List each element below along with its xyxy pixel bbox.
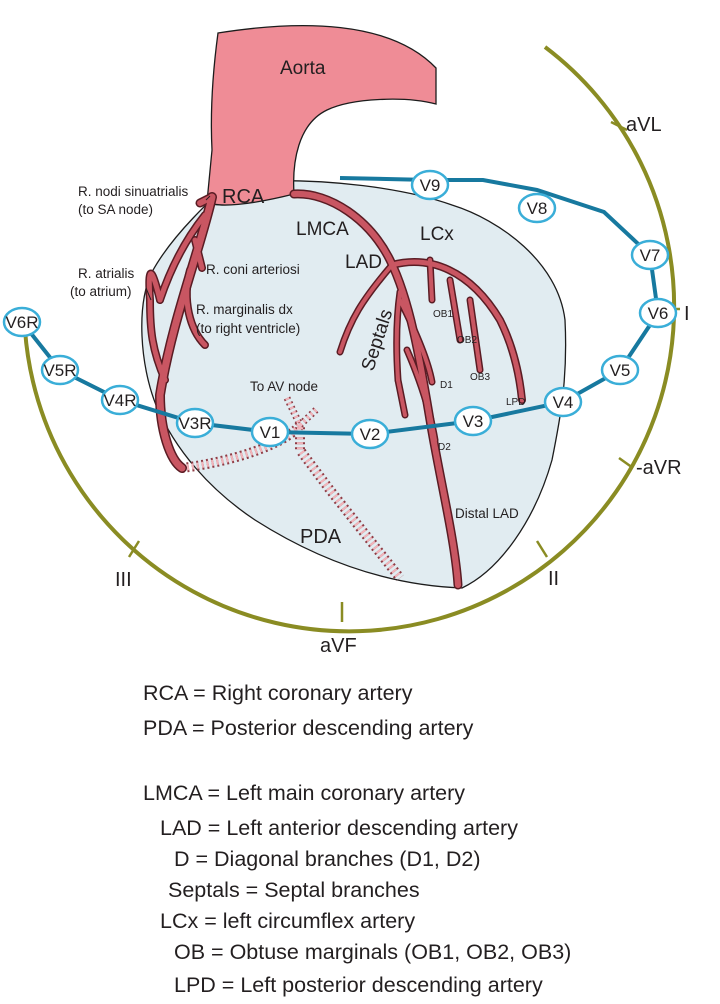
label-ob3: OB3 <box>470 372 490 383</box>
svg-text:V4: V4 <box>553 393 574 412</box>
lead-v2: V2 <box>350 418 390 450</box>
label-d2: D2 <box>438 442 451 453</box>
svg-text:V6R: V6R <box>5 313 38 332</box>
rca-upper-branch <box>157 212 208 303</box>
label-marginalis-line1: R. marginalis dx <box>196 302 293 317</box>
svg-text:V9: V9 <box>420 176 441 195</box>
legend-line-ob: OB = Obtuse marginals (OB1, OB2, OB3) <box>174 940 572 964</box>
label-avl: aVL <box>626 114 662 136</box>
lead-v5r: V5R <box>40 354 80 386</box>
svg-text:V8: V8 <box>527 199 548 218</box>
label-lad: LAD <box>345 252 382 273</box>
lead-v6: V6 <box>638 297 678 329</box>
label-lead-i: I <box>684 303 690 325</box>
legend-line-lcx: LCx = left circumflex artery <box>160 909 416 933</box>
ob2-branch <box>448 278 462 342</box>
label-neg-avr: -aVR <box>636 457 682 479</box>
label-distal-lad: Distal LAD <box>455 506 519 521</box>
label-avf: aVF <box>320 635 357 657</box>
septal-branch <box>338 263 394 354</box>
d1-branch <box>398 298 434 384</box>
ob3-branch <box>468 298 482 372</box>
d2-branch <box>405 348 437 442</box>
label-to-av-node: To AV node <box>250 379 318 394</box>
lad-artery <box>291 190 461 588</box>
svg-text:V1: V1 <box>260 423 281 442</box>
diagram-canvas: V6R V5R V4R V3R V1 V2 V3 V4 V5 V6 V7 V8 … <box>2 25 690 657</box>
lead-v3: V3 <box>453 405 493 437</box>
label-lpd: LPD <box>506 397 525 408</box>
legend-line-pda: PDA = Posterior descending artery <box>143 716 474 740</box>
label-pda: PDA <box>300 526 342 548</box>
lead-v4: V4 <box>543 386 583 418</box>
svg-text:V3: V3 <box>463 412 484 431</box>
lead-v3r: V3R <box>175 407 215 439</box>
svg-text:V6: V6 <box>648 304 669 323</box>
coni-branch <box>192 237 205 271</box>
legend-line-rca: RCA = Right coronary artery <box>143 681 413 705</box>
lcx-artery <box>389 259 525 403</box>
label-aorta: Aorta <box>280 58 326 79</box>
label-atrialis-line2: (to atrium) <box>70 284 132 299</box>
label-coni: R. coni arteriosi <box>206 262 300 277</box>
lead-v7: V7 <box>630 239 670 271</box>
atrial-branch <box>146 271 168 383</box>
lad-sub-branch <box>396 378 407 417</box>
label-rca: RCA <box>222 186 265 208</box>
lead-v1: V1 <box>250 416 290 448</box>
label-nodi-line1: R. nodi sinuatrialis <box>78 184 189 199</box>
lead-v6r: V6R <box>2 306 42 338</box>
svg-text:V2: V2 <box>360 425 381 444</box>
lead-v4r: V4R <box>100 384 140 416</box>
svg-text:V3R: V3R <box>178 414 211 433</box>
legend-line-lpd: LPD = Left posterior descending artery <box>174 973 543 997</box>
legend-line-diagonal: D = Diagonal branches (D1, D2) <box>174 847 481 871</box>
chest-lead-wires <box>20 176 661 437</box>
marginal-branch <box>184 267 208 348</box>
label-marginalis-line2: (to right ventricle) <box>196 321 300 336</box>
label-d1: D1 <box>440 380 453 391</box>
heart-outline <box>141 179 567 589</box>
lead-v9: V9 <box>410 169 450 201</box>
legend-line-lmca: LMCA = Left main coronary artery <box>143 781 466 805</box>
label-ob1: OB1 <box>433 309 453 320</box>
legend-line-septals: Septals = Septal branches <box>168 878 420 902</box>
pointer-lines <box>145 195 211 301</box>
lead-v5: V5 <box>600 354 640 386</box>
label-lead-ii: II <box>548 568 559 590</box>
lead-v8: V8 <box>517 192 557 224</box>
label-nodi-line2: (to SA node) <box>78 202 153 217</box>
pda-artery <box>181 396 404 582</box>
label-lcx: LCx <box>420 224 454 245</box>
svg-text:V7: V7 <box>640 246 661 265</box>
chest-leads: V6R V5R V4R V3R V1 V2 V3 V4 V5 V6 V7 V8 … <box>2 169 678 450</box>
label-atrialis-line1: R. atrialis <box>78 266 135 281</box>
label-lead-iii: III <box>115 569 132 591</box>
aorta <box>206 25 437 206</box>
svg-text:V4R: V4R <box>103 391 136 410</box>
label-ob2: OB2 <box>457 335 477 346</box>
limb-lead-ring <box>23 45 677 634</box>
label-lmca: LMCA <box>296 219 349 240</box>
svg-text:V5R: V5R <box>43 361 76 380</box>
svg-text:V5: V5 <box>610 361 631 380</box>
ob1-branch <box>428 258 434 302</box>
legend-line-lad: LAD = Left anterior descending artery <box>160 816 518 840</box>
